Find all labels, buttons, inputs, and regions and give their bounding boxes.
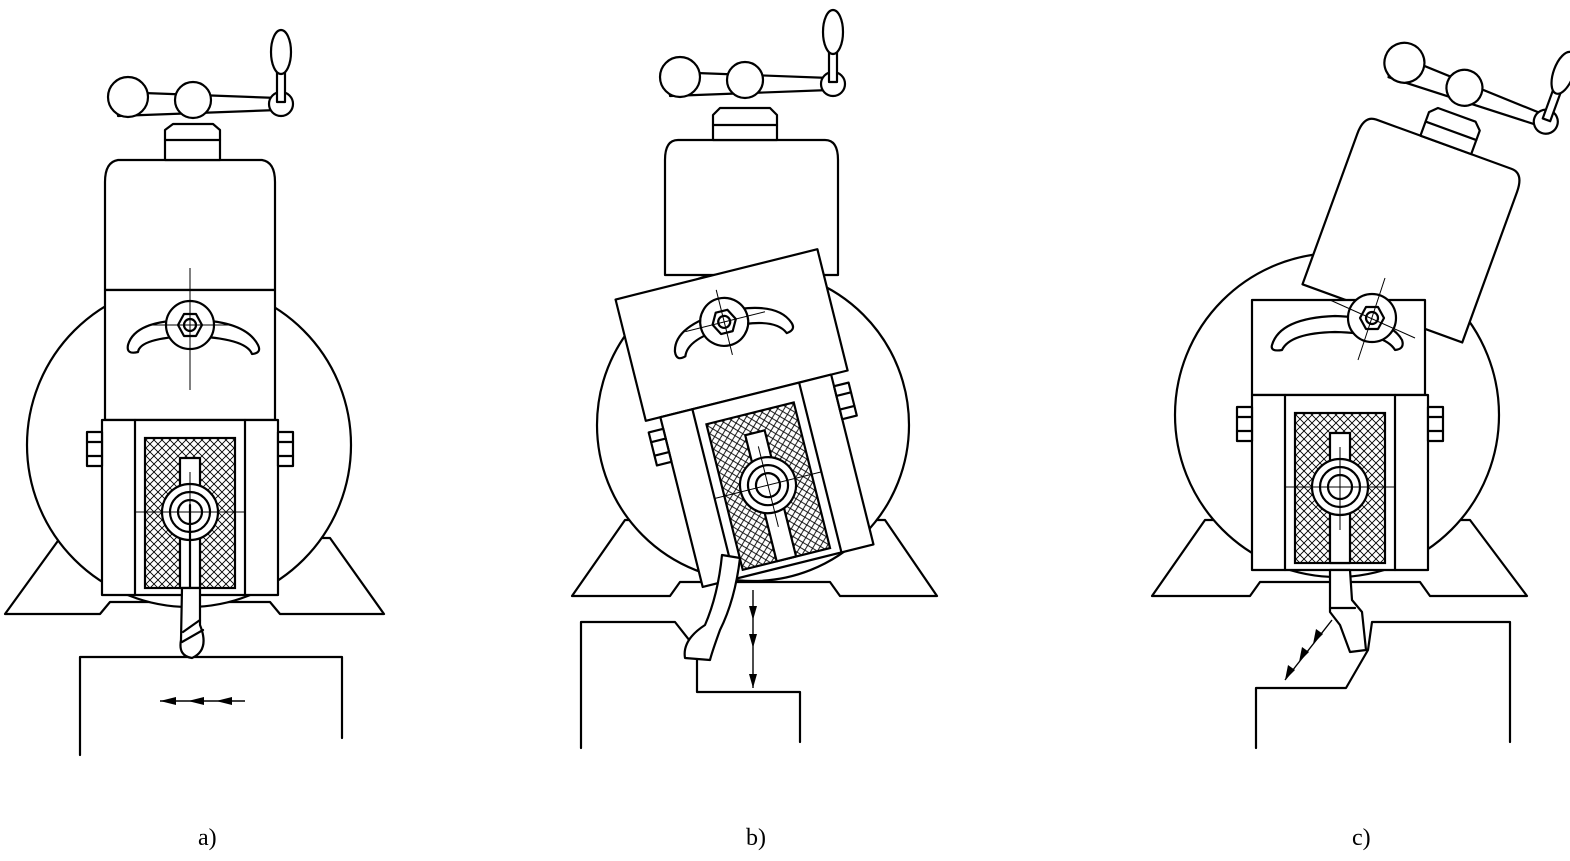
panel-c-diagram [1150,0,1570,750]
head-a [103,158,277,292]
workpiece-c [1254,620,1512,750]
workpiece-a [78,655,344,757]
panel-b-diagram [570,8,939,750]
feed-arrow-a [160,697,245,705]
panel-a-diagram [3,28,386,757]
caption-a: a) [198,825,217,851]
head-c [1301,117,1521,344]
caption-c: c) [1352,825,1371,851]
feed-arrow-b [749,590,757,688]
tool-a [179,586,205,660]
feed-arrow-c [1284,619,1333,681]
tool-b [683,553,742,662]
head-b [663,138,840,277]
caption-b: b) [746,825,766,851]
tool-c [1328,568,1368,654]
